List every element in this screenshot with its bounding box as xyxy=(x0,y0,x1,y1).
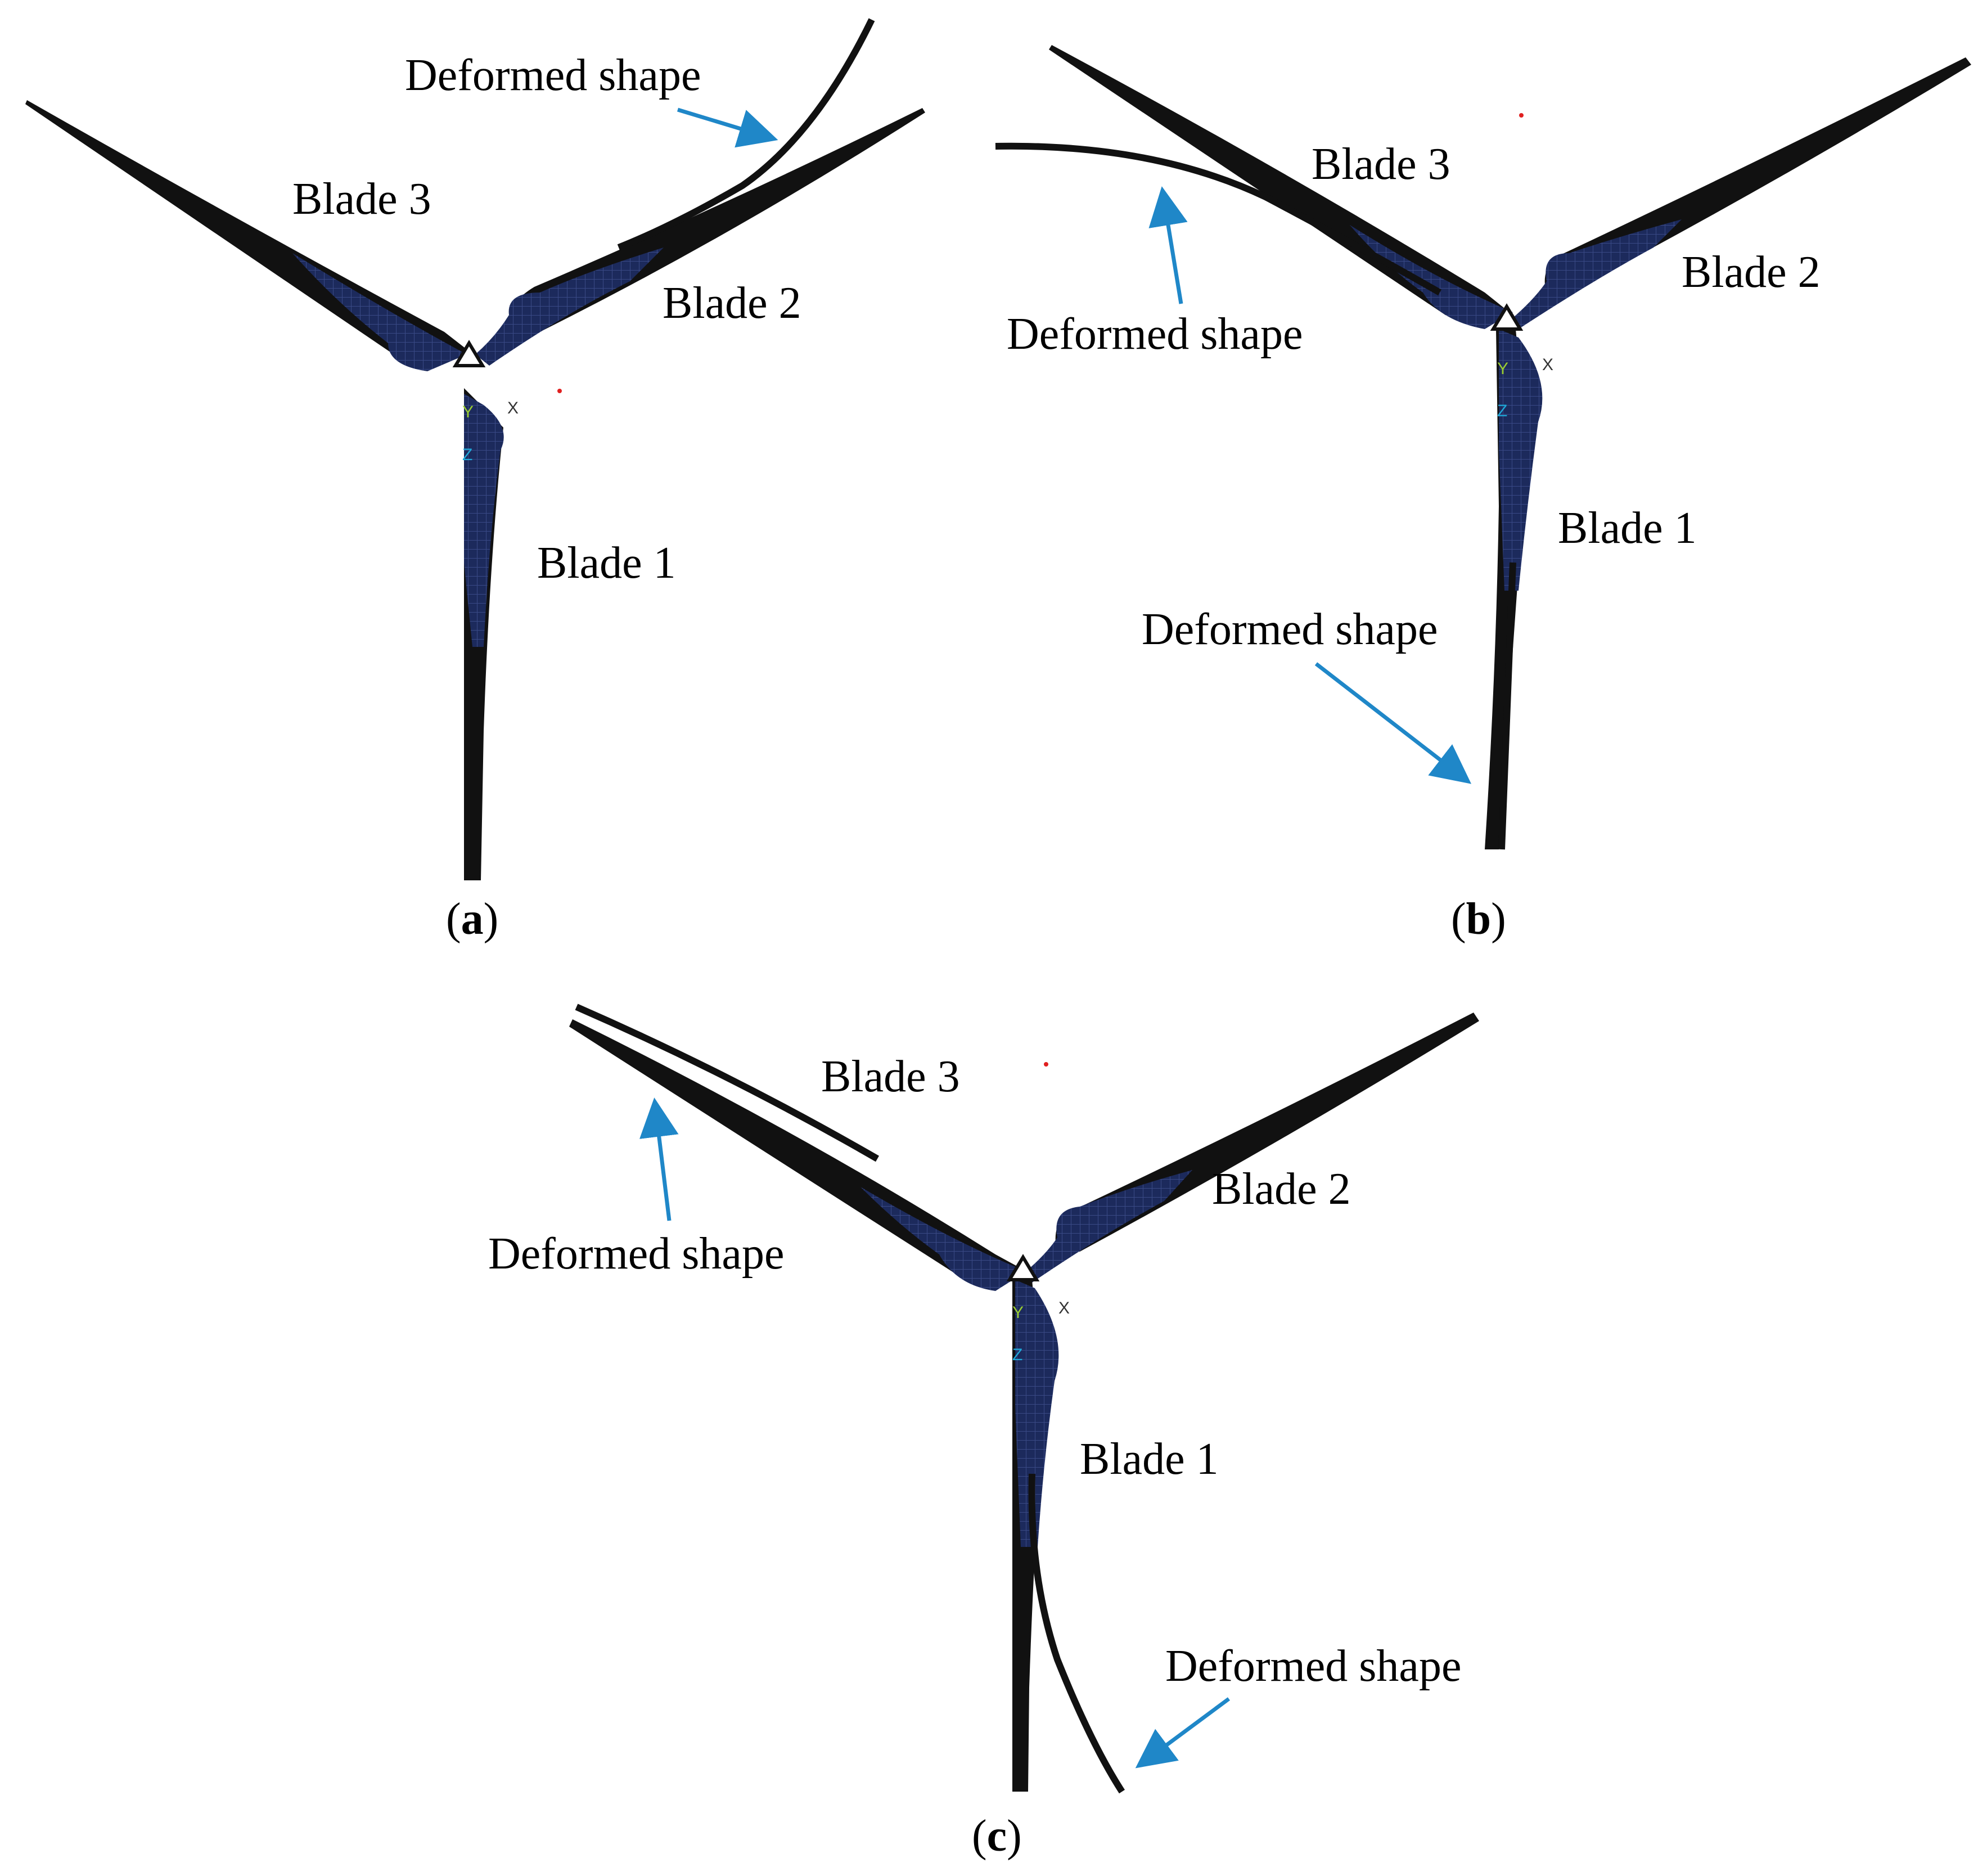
blade-3-label: Blade 3 xyxy=(821,1052,960,1101)
blade-2-deformed-shape xyxy=(617,18,875,251)
marker-dot xyxy=(1519,113,1524,118)
axis-z-label: Z xyxy=(462,446,472,464)
axis-y-label: Y xyxy=(462,403,474,421)
blade-1-root xyxy=(1499,329,1543,591)
caption-c: (c) xyxy=(972,1811,1022,1861)
deformed-shape-arrow-upper xyxy=(1148,186,1188,304)
caption-b: (b) xyxy=(1451,894,1506,944)
blade-1-label: Blade 1 xyxy=(1080,1434,1219,1484)
blade-1-deformed-shape xyxy=(1028,1473,1125,1794)
deformed-shape-arrow-upper xyxy=(639,1097,679,1221)
marker-dot xyxy=(557,389,562,393)
deformed-shape-arrow xyxy=(677,107,778,148)
caption-a: (a) xyxy=(446,894,498,944)
blade-1-label: Blade 1 xyxy=(537,538,676,588)
blade-1-label: Blade 1 xyxy=(1558,503,1697,553)
hub-icon xyxy=(452,340,486,367)
hub-icon xyxy=(1006,1254,1040,1281)
axis-x-label: X xyxy=(507,399,519,417)
deformed-shape-label-lower: Deformed shape xyxy=(1165,1641,1461,1691)
blade-3-deformed-shape xyxy=(995,142,1441,296)
axis-z-label: Z xyxy=(1497,402,1507,420)
blade-3-label: Blade 3 xyxy=(292,174,431,224)
panel-b: Y Z X Blade 3 Blade 2 Blade 1 Deformed s… xyxy=(995,45,1971,944)
deformed-shape-arrow-lower xyxy=(1314,662,1472,784)
deformed-shape-arrow-lower xyxy=(1135,1697,1231,1769)
deformed-shape-label-upper: Deformed shape xyxy=(1007,309,1303,359)
deformed-shape-label-lower: Deformed shape xyxy=(1142,605,1438,654)
blade-2-label: Blade 2 xyxy=(663,278,801,328)
axis-y-label: Y xyxy=(1012,1303,1024,1322)
blade-3-root xyxy=(292,253,467,371)
panel-c: Y Z X Blade 3 Blade 2 Blade 1 Deformed s… xyxy=(488,1004,1479,1861)
blade-3-root xyxy=(860,1187,1026,1291)
blade-2-root xyxy=(475,248,664,366)
blade-3-label: Blade 3 xyxy=(1312,140,1450,189)
axis-x-label: X xyxy=(1542,356,1553,374)
blade-2-label: Blade 2 xyxy=(1212,1164,1351,1214)
axis-y-label: Y xyxy=(1497,359,1508,378)
marker-dot xyxy=(1044,1062,1048,1067)
panel-a: Y Z X Blade 3 Blade 2 Blade 1 Deformed s… xyxy=(25,18,925,944)
blade-1-deformed-shape xyxy=(1498,562,1516,850)
blade-3-root xyxy=(1350,225,1513,329)
deformed-shape-label: Deformed shape xyxy=(405,51,701,100)
axis-x-label: X xyxy=(1058,1299,1070,1317)
axis-z-label: Z xyxy=(1012,1346,1022,1364)
blade-2-root xyxy=(1513,219,1682,329)
deformed-shape-label-upper: Deformed shape xyxy=(488,1229,784,1279)
blade-2-root xyxy=(1025,1170,1192,1283)
blade-3-deformed-shape xyxy=(575,1004,879,1162)
blade-2-label: Blade 2 xyxy=(1682,248,1821,297)
hub-icon xyxy=(1490,303,1524,331)
blade-1-root xyxy=(464,394,504,647)
blade-1-root xyxy=(1015,1280,1059,1547)
